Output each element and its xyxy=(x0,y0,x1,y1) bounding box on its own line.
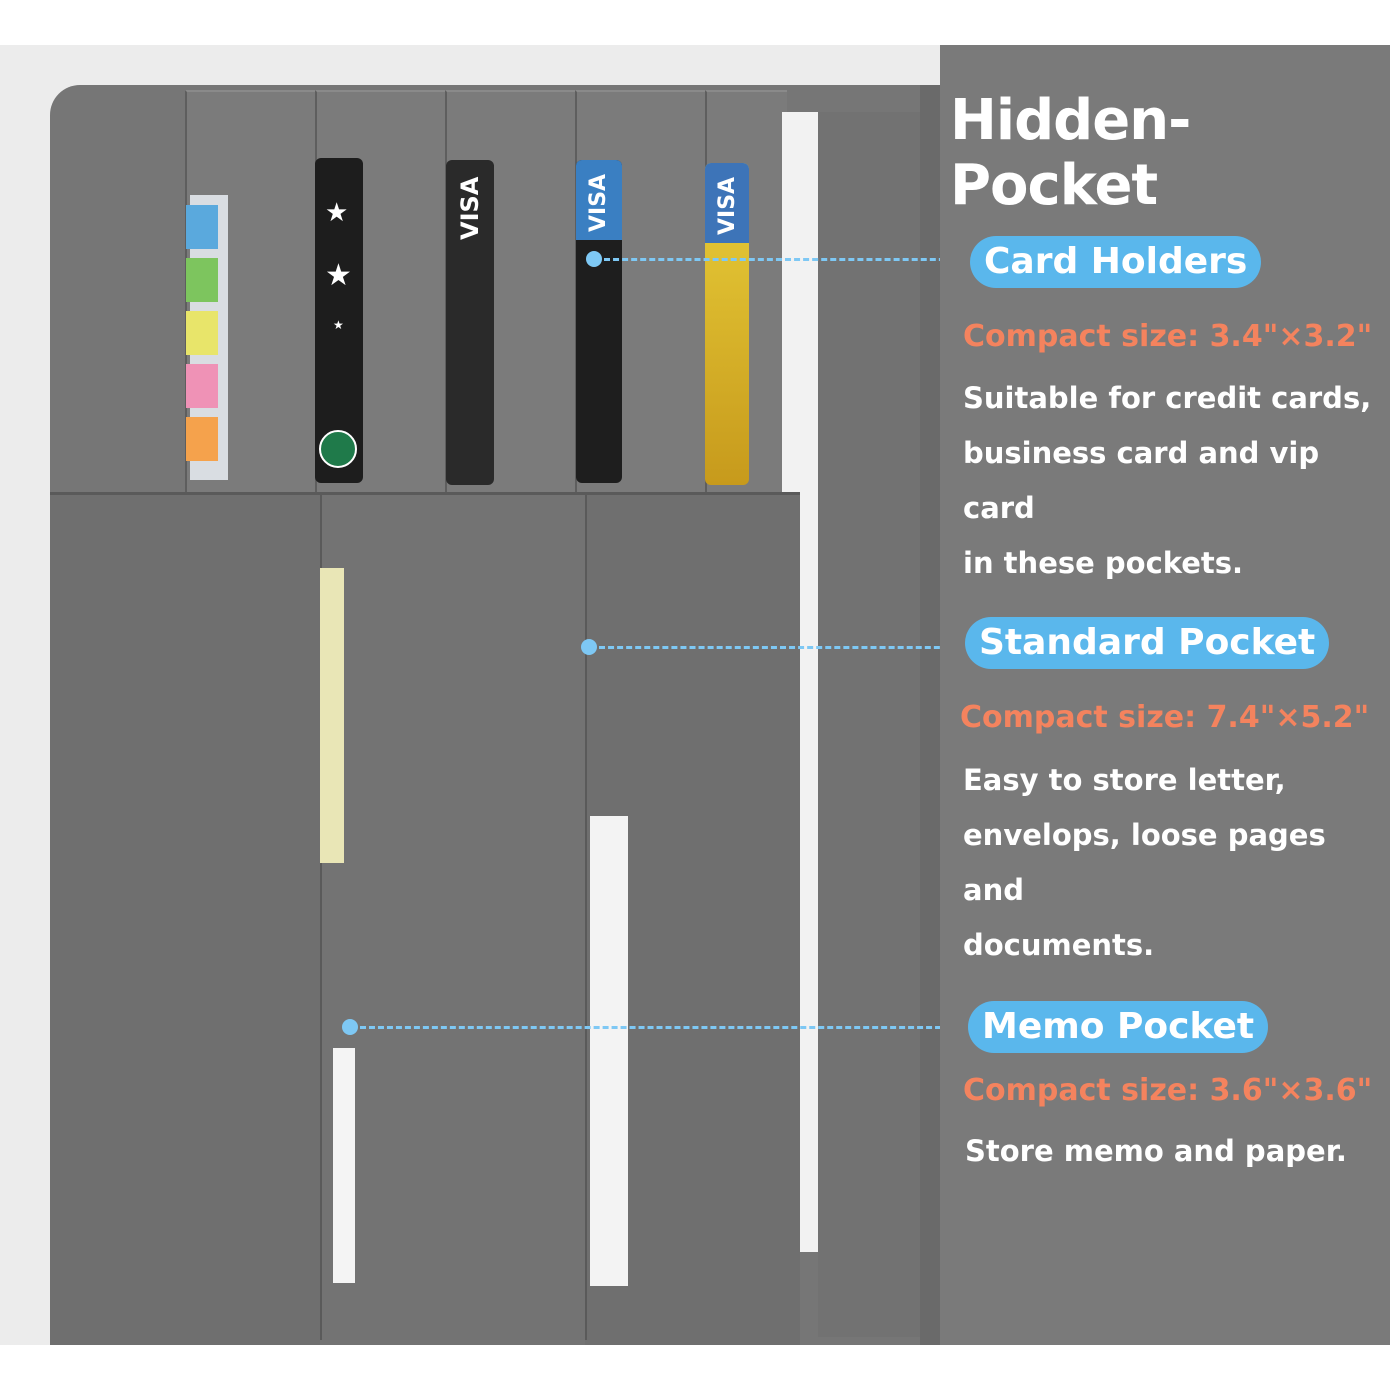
label-standard-pocket: Standard Pocket xyxy=(965,617,1330,669)
description-line: Suitable for credit cards, xyxy=(963,381,1372,415)
callout-dot-standard-pocket xyxy=(581,639,597,655)
pocket-seam xyxy=(320,495,322,1340)
callout-line-card-holders xyxy=(604,258,972,261)
memo-note xyxy=(320,568,344,863)
description-card-holders: Suitable for credit cards, business card… xyxy=(963,371,1390,591)
sticky-tab-blue xyxy=(186,205,218,249)
callout-line-memo-pocket xyxy=(360,1026,968,1029)
sticky-tab-orange xyxy=(186,417,218,461)
description-line: envelops, loose pages and xyxy=(963,818,1326,907)
coffee-logo-icon xyxy=(319,430,357,468)
card-stripe xyxy=(705,163,749,243)
callout-dot-memo-pocket xyxy=(342,1019,358,1035)
visa-credit-card: VISA xyxy=(576,160,622,483)
loose-page xyxy=(590,816,628,1286)
visa-logo: VISA xyxy=(456,176,484,240)
size-standard-pocket: Compact size: 7.4"×5.2" xyxy=(960,700,1370,735)
sticky-tab-pink xyxy=(186,364,218,408)
visa-signature-card: VISA xyxy=(446,160,494,485)
description-memo-pocket: Store memo and paper. xyxy=(965,1124,1390,1179)
label-memo-pocket: Memo Pocket xyxy=(968,1001,1269,1053)
black-star-card: ★ ★ ★ xyxy=(315,158,363,483)
size-memo-pocket: Compact size: 3.6"×3.6" xyxy=(963,1073,1373,1108)
card-stripe xyxy=(576,160,622,240)
label-card-holders: Card Holders xyxy=(970,236,1262,288)
description-standard-pocket: Easy to store letter, envelops, loose pa… xyxy=(963,753,1390,973)
description-line: business card and vip card xyxy=(963,436,1320,525)
callout-dot-card-holders xyxy=(586,251,602,267)
page-title: Hidden-Pocket xyxy=(950,88,1191,218)
description-line: Easy to store letter, xyxy=(963,763,1286,797)
star-icon: ★ xyxy=(325,258,352,293)
visa-logo: VISA xyxy=(715,176,740,235)
star-icon: ★ xyxy=(325,198,349,228)
memo-paper xyxy=(333,1048,355,1283)
standard-pocket-left xyxy=(50,492,320,1345)
standard-pocket-middle xyxy=(320,492,585,1345)
visa-gold-card: VISA xyxy=(705,163,749,485)
top-margin xyxy=(0,0,1390,45)
description-line: in these pockets. xyxy=(963,546,1244,580)
star-icon: ★ xyxy=(333,318,344,332)
size-card-holders: Compact size: 3.4"×3.2" xyxy=(963,319,1373,354)
description-line: documents. xyxy=(963,928,1155,962)
sticky-tab-yellow xyxy=(186,311,218,355)
pocket-seam xyxy=(585,495,587,1340)
description-line: Store memo and paper. xyxy=(965,1134,1347,1168)
folder-edge xyxy=(920,85,940,1345)
visa-logo: VISA xyxy=(586,173,611,232)
sticky-tab-green xyxy=(186,258,218,302)
divider-panel xyxy=(818,112,920,1337)
callout-line-standard-pocket xyxy=(599,646,967,649)
